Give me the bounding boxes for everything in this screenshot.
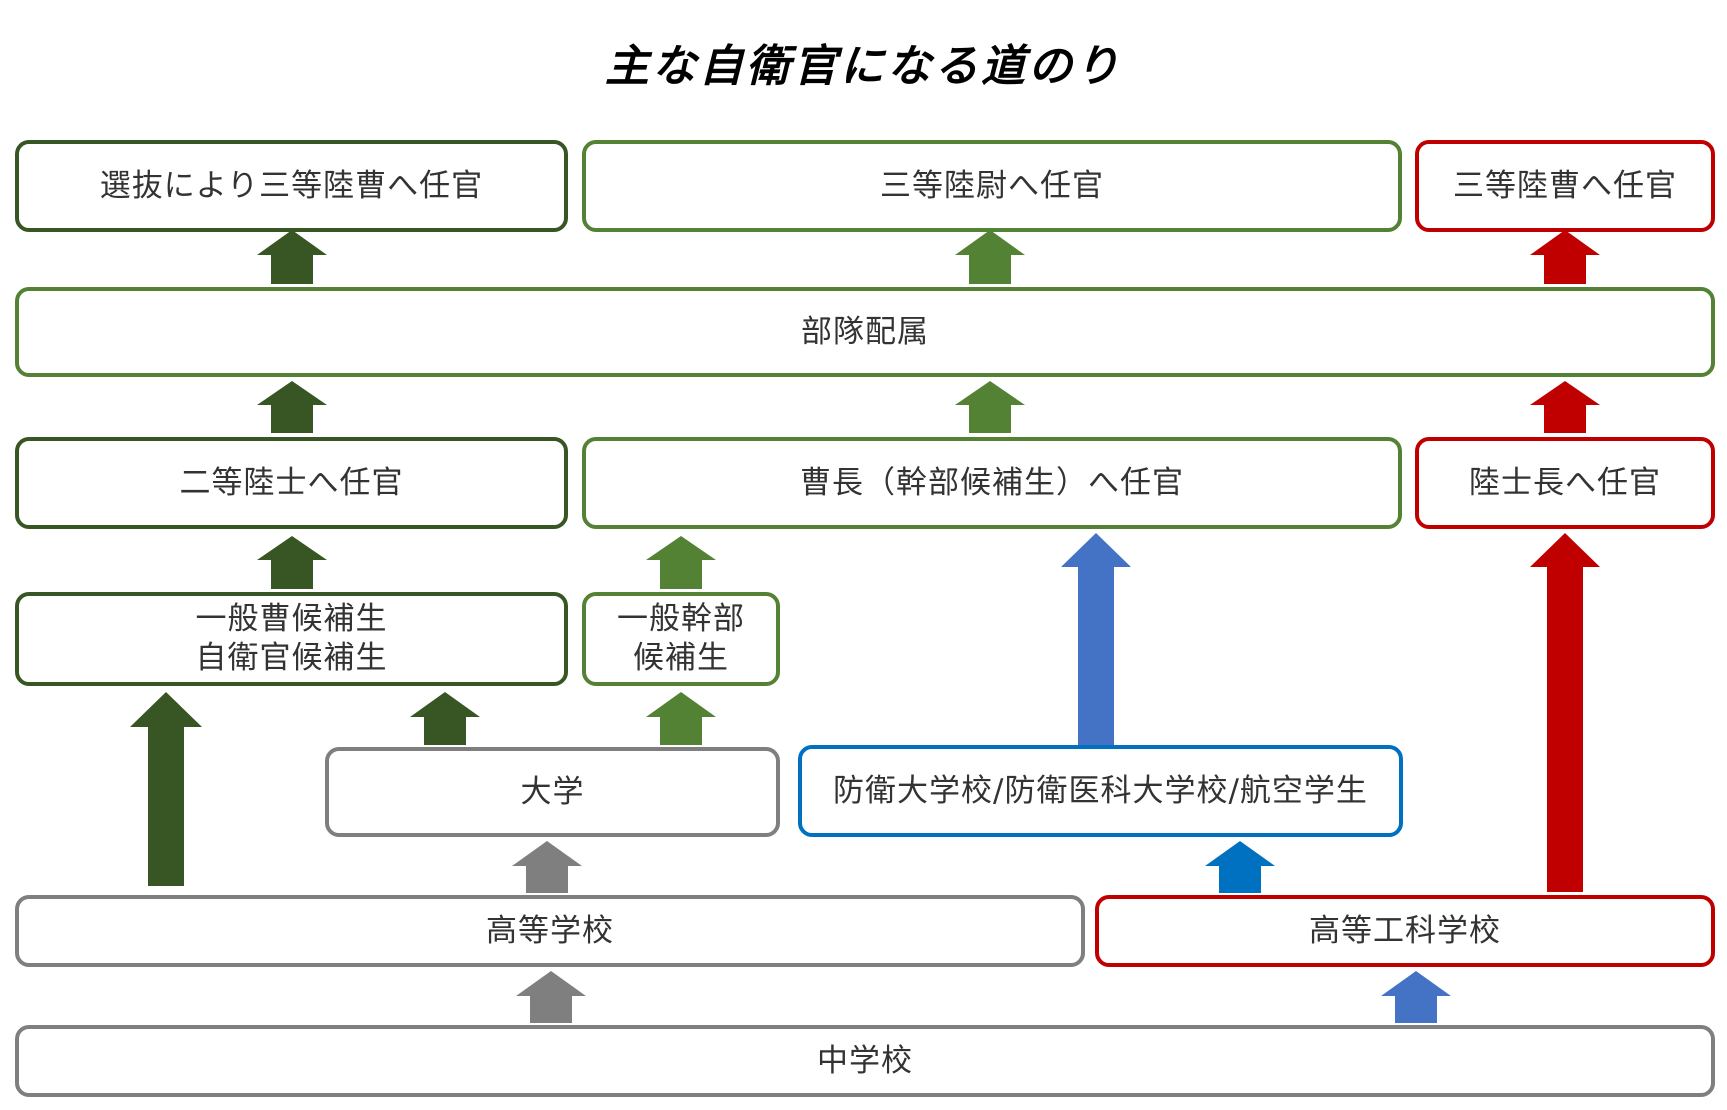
node-label: 中学校 (817, 1042, 913, 1079)
node-private-second: 二等陸士へ任官 (15, 437, 568, 529)
node-label: 陸士長へ任官 (1469, 464, 1661, 501)
arrow-up-red-long (1530, 533, 1600, 892)
arrow-up-red (1530, 230, 1600, 284)
diagram-title: 主な自衛官になる道のり (605, 41, 1122, 92)
node-technical-high-school: 高等工科学校 (1095, 895, 1715, 967)
node-third-sergeant: 三等陸曹へ任官 (1415, 140, 1715, 232)
arrow-up-gray (512, 841, 582, 893)
node-label: 高等学校 (486, 912, 614, 949)
node-label: 三等陸尉へ任官 (880, 167, 1104, 204)
arrow-up-gray (516, 971, 586, 1023)
node-label: 曹長（幹部候補生）へ任官 (800, 464, 1184, 501)
node-label: 二等陸士へ任官 (179, 464, 404, 501)
arrow-up-dkgreen (257, 230, 327, 284)
node-label: 防衛大学校/防衛医科大学校/航空学生 (833, 772, 1368, 809)
node-label: 大学 (520, 773, 585, 810)
node-junior-high: 中学校 (15, 1025, 1715, 1097)
arrow-up-blue-long (1061, 533, 1131, 745)
arrow-up-green (955, 230, 1025, 284)
node-defense-academies: 防衛大学校/防衛医科大学校/航空学生 (798, 745, 1403, 837)
arrow-up-green (646, 536, 716, 589)
arrow-up-dkgreen (410, 692, 480, 745)
arrow-up-blue (1381, 971, 1451, 1023)
node-third-lieutenant: 三等陸尉へ任官 (582, 140, 1402, 232)
node-label: 選抜により三等陸曹へ任官 (99, 167, 484, 204)
node-label-line1: 一般幹部 (617, 601, 745, 638)
node-label: 高等工科学校 (1309, 912, 1501, 949)
node-enlisted-candidates: 一般曹候補生 自衛官候補生 (15, 592, 568, 686)
node-label-line2: 自衛官候補生 (195, 640, 388, 676)
arrow-up-dkgreen-long (130, 692, 202, 886)
arrow-up-green (646, 692, 716, 745)
arrow-up-dkgreen (257, 381, 327, 433)
node-unit-assignment: 部隊配属 (15, 287, 1715, 377)
arrow-up-green (955, 381, 1025, 433)
node-label: 三等陸曹へ任官 (1453, 167, 1677, 204)
node-leading-private: 陸士長へ任官 (1415, 437, 1715, 529)
arrow-up-red (1530, 381, 1600, 433)
node-label-line1: 一般曹候補生 (195, 601, 388, 638)
node-university: 大学 (325, 747, 780, 837)
node-promo-by-selection: 選抜により三等陸曹へ任官 (15, 140, 568, 232)
node-high-school: 高等学校 (15, 895, 1085, 967)
arrow-up-blue (1205, 841, 1275, 893)
node-sergeant-major-candidate: 曹長（幹部候補生）へ任官 (582, 437, 1402, 529)
arrow-up-dkgreen (257, 536, 327, 589)
node-label-line2: 候補生 (633, 640, 729, 676)
node-officer-candidate: 一般幹部 候補生 (582, 592, 780, 686)
node-label: 部隊配属 (801, 313, 929, 350)
